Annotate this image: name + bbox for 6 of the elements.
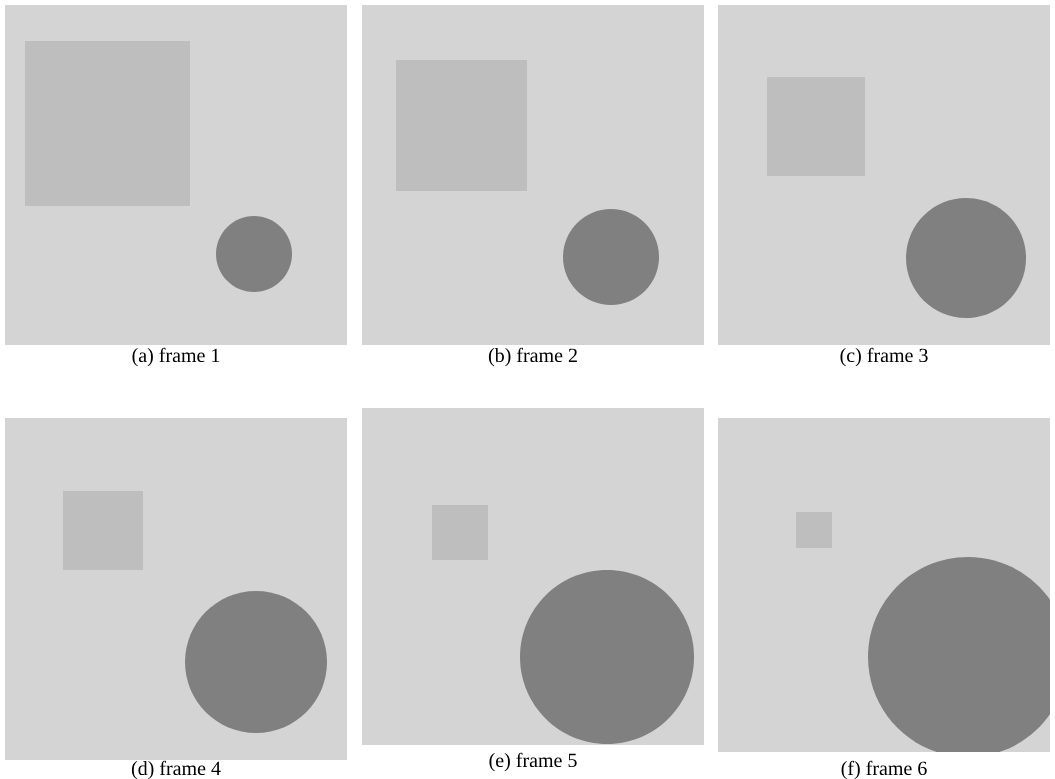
caption: (d) frame 4 bbox=[131, 760, 221, 779]
caption: (a) frame 1 bbox=[132, 347, 220, 367]
caption: (b) frame 2 bbox=[488, 347, 577, 367]
caption: (f) frame 6 bbox=[841, 760, 927, 779]
caption: (e) frame 5 bbox=[489, 752, 577, 772]
caption: (c) frame 3 bbox=[840, 347, 928, 367]
